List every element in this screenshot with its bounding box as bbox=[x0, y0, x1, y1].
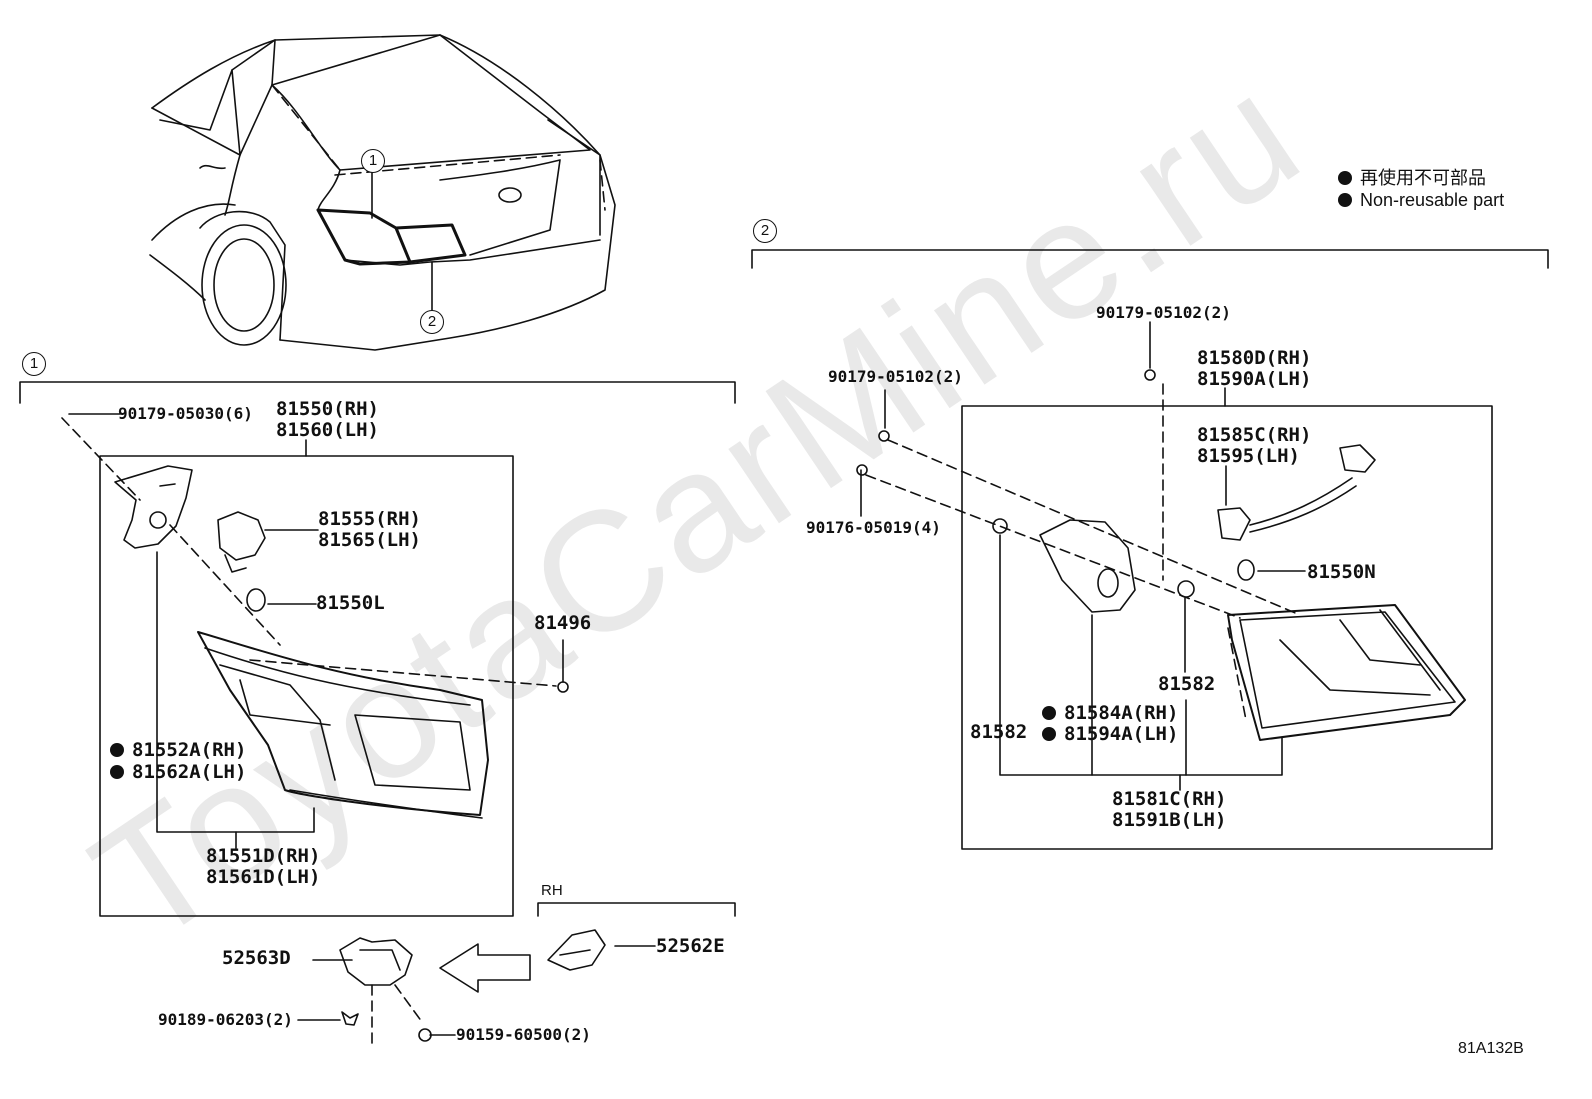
part-81582-right[interactable]: 81582 bbox=[1158, 673, 1216, 695]
part-90179-05102-left[interactable]: 90179-05102(2) bbox=[828, 367, 963, 386]
part-81580d-rh[interactable]: 81580D(RH) bbox=[1197, 347, 1312, 369]
part-81550l[interactable]: 81550L bbox=[316, 592, 385, 614]
part-81581c-rh[interactable]: 81581C(RH) bbox=[1112, 788, 1227, 810]
callout-1-section: 1 bbox=[22, 352, 46, 376]
bullet-icon bbox=[1338, 171, 1352, 185]
part-90176-05019[interactable]: 90176-05019(4) bbox=[806, 518, 941, 537]
part-90189-06203[interactable]: 90189-06203(2) bbox=[158, 1010, 293, 1029]
part-81590a-lh[interactable]: 81590A(LH) bbox=[1197, 368, 1312, 390]
part-81565-lh[interactable]: 81565(LH) bbox=[318, 529, 421, 551]
non-reusable-icon bbox=[1042, 706, 1056, 720]
part-81551d-rh[interactable]: 81551D(RH) bbox=[206, 845, 321, 867]
part-90179-05030[interactable]: 90179-05030(6) bbox=[118, 404, 253, 423]
part-81585c-rh[interactable]: 81585C(RH) bbox=[1197, 424, 1312, 446]
part-81594a-lh[interactable]: 81594A(LH) bbox=[1042, 724, 1178, 745]
part-81550n[interactable]: 81550N bbox=[1307, 561, 1376, 583]
part-81550-rh[interactable]: 81550(RH) bbox=[276, 398, 379, 420]
non-reusable-icon bbox=[110, 765, 124, 779]
car-rear-illustration bbox=[149, 34, 616, 351]
callout-2-section: 2 bbox=[753, 219, 777, 243]
legend-en: Non-reusable part bbox=[1338, 190, 1504, 211]
part-81582-left[interactable]: 81582 bbox=[970, 721, 1028, 743]
part-81584a-rh[interactable]: 81584A(RH) bbox=[1042, 703, 1178, 724]
bullet-icon bbox=[1338, 193, 1352, 207]
part-81561d-lh[interactable]: 81561D(LH) bbox=[206, 866, 321, 888]
part-90179-05102-top[interactable]: 90179-05102(2) bbox=[1096, 303, 1231, 322]
part-81562a-lh[interactable]: 81562A(LH) bbox=[110, 762, 246, 783]
part-81560-lh[interactable]: 81560(LH) bbox=[276, 419, 379, 441]
non-reusable-icon bbox=[110, 743, 124, 757]
part-81552a-rh[interactable]: 81552A(RH) bbox=[110, 740, 246, 761]
callout-2-car: 2 bbox=[420, 310, 444, 334]
part-52563d[interactable]: 52563D bbox=[222, 947, 291, 969]
part-81595-lh[interactable]: 81595(LH) bbox=[1197, 445, 1300, 467]
part-81591b-lh[interactable]: 81591B(LH) bbox=[1112, 809, 1227, 831]
callout-1-car: 1 bbox=[361, 149, 385, 173]
rh-label: RH bbox=[541, 882, 563, 899]
part-81496[interactable]: 81496 bbox=[534, 612, 592, 634]
part-52562e[interactable]: 52562E bbox=[656, 935, 725, 957]
part-90159-60500[interactable]: 90159-60500(2) bbox=[456, 1025, 591, 1044]
legend-jp: 再使用不可部品 bbox=[1338, 164, 1486, 190]
part-81555-rh[interactable]: 81555(RH) bbox=[318, 508, 421, 530]
diagram-code: 81A132B bbox=[1458, 1040, 1524, 1057]
non-reusable-icon bbox=[1042, 727, 1056, 741]
